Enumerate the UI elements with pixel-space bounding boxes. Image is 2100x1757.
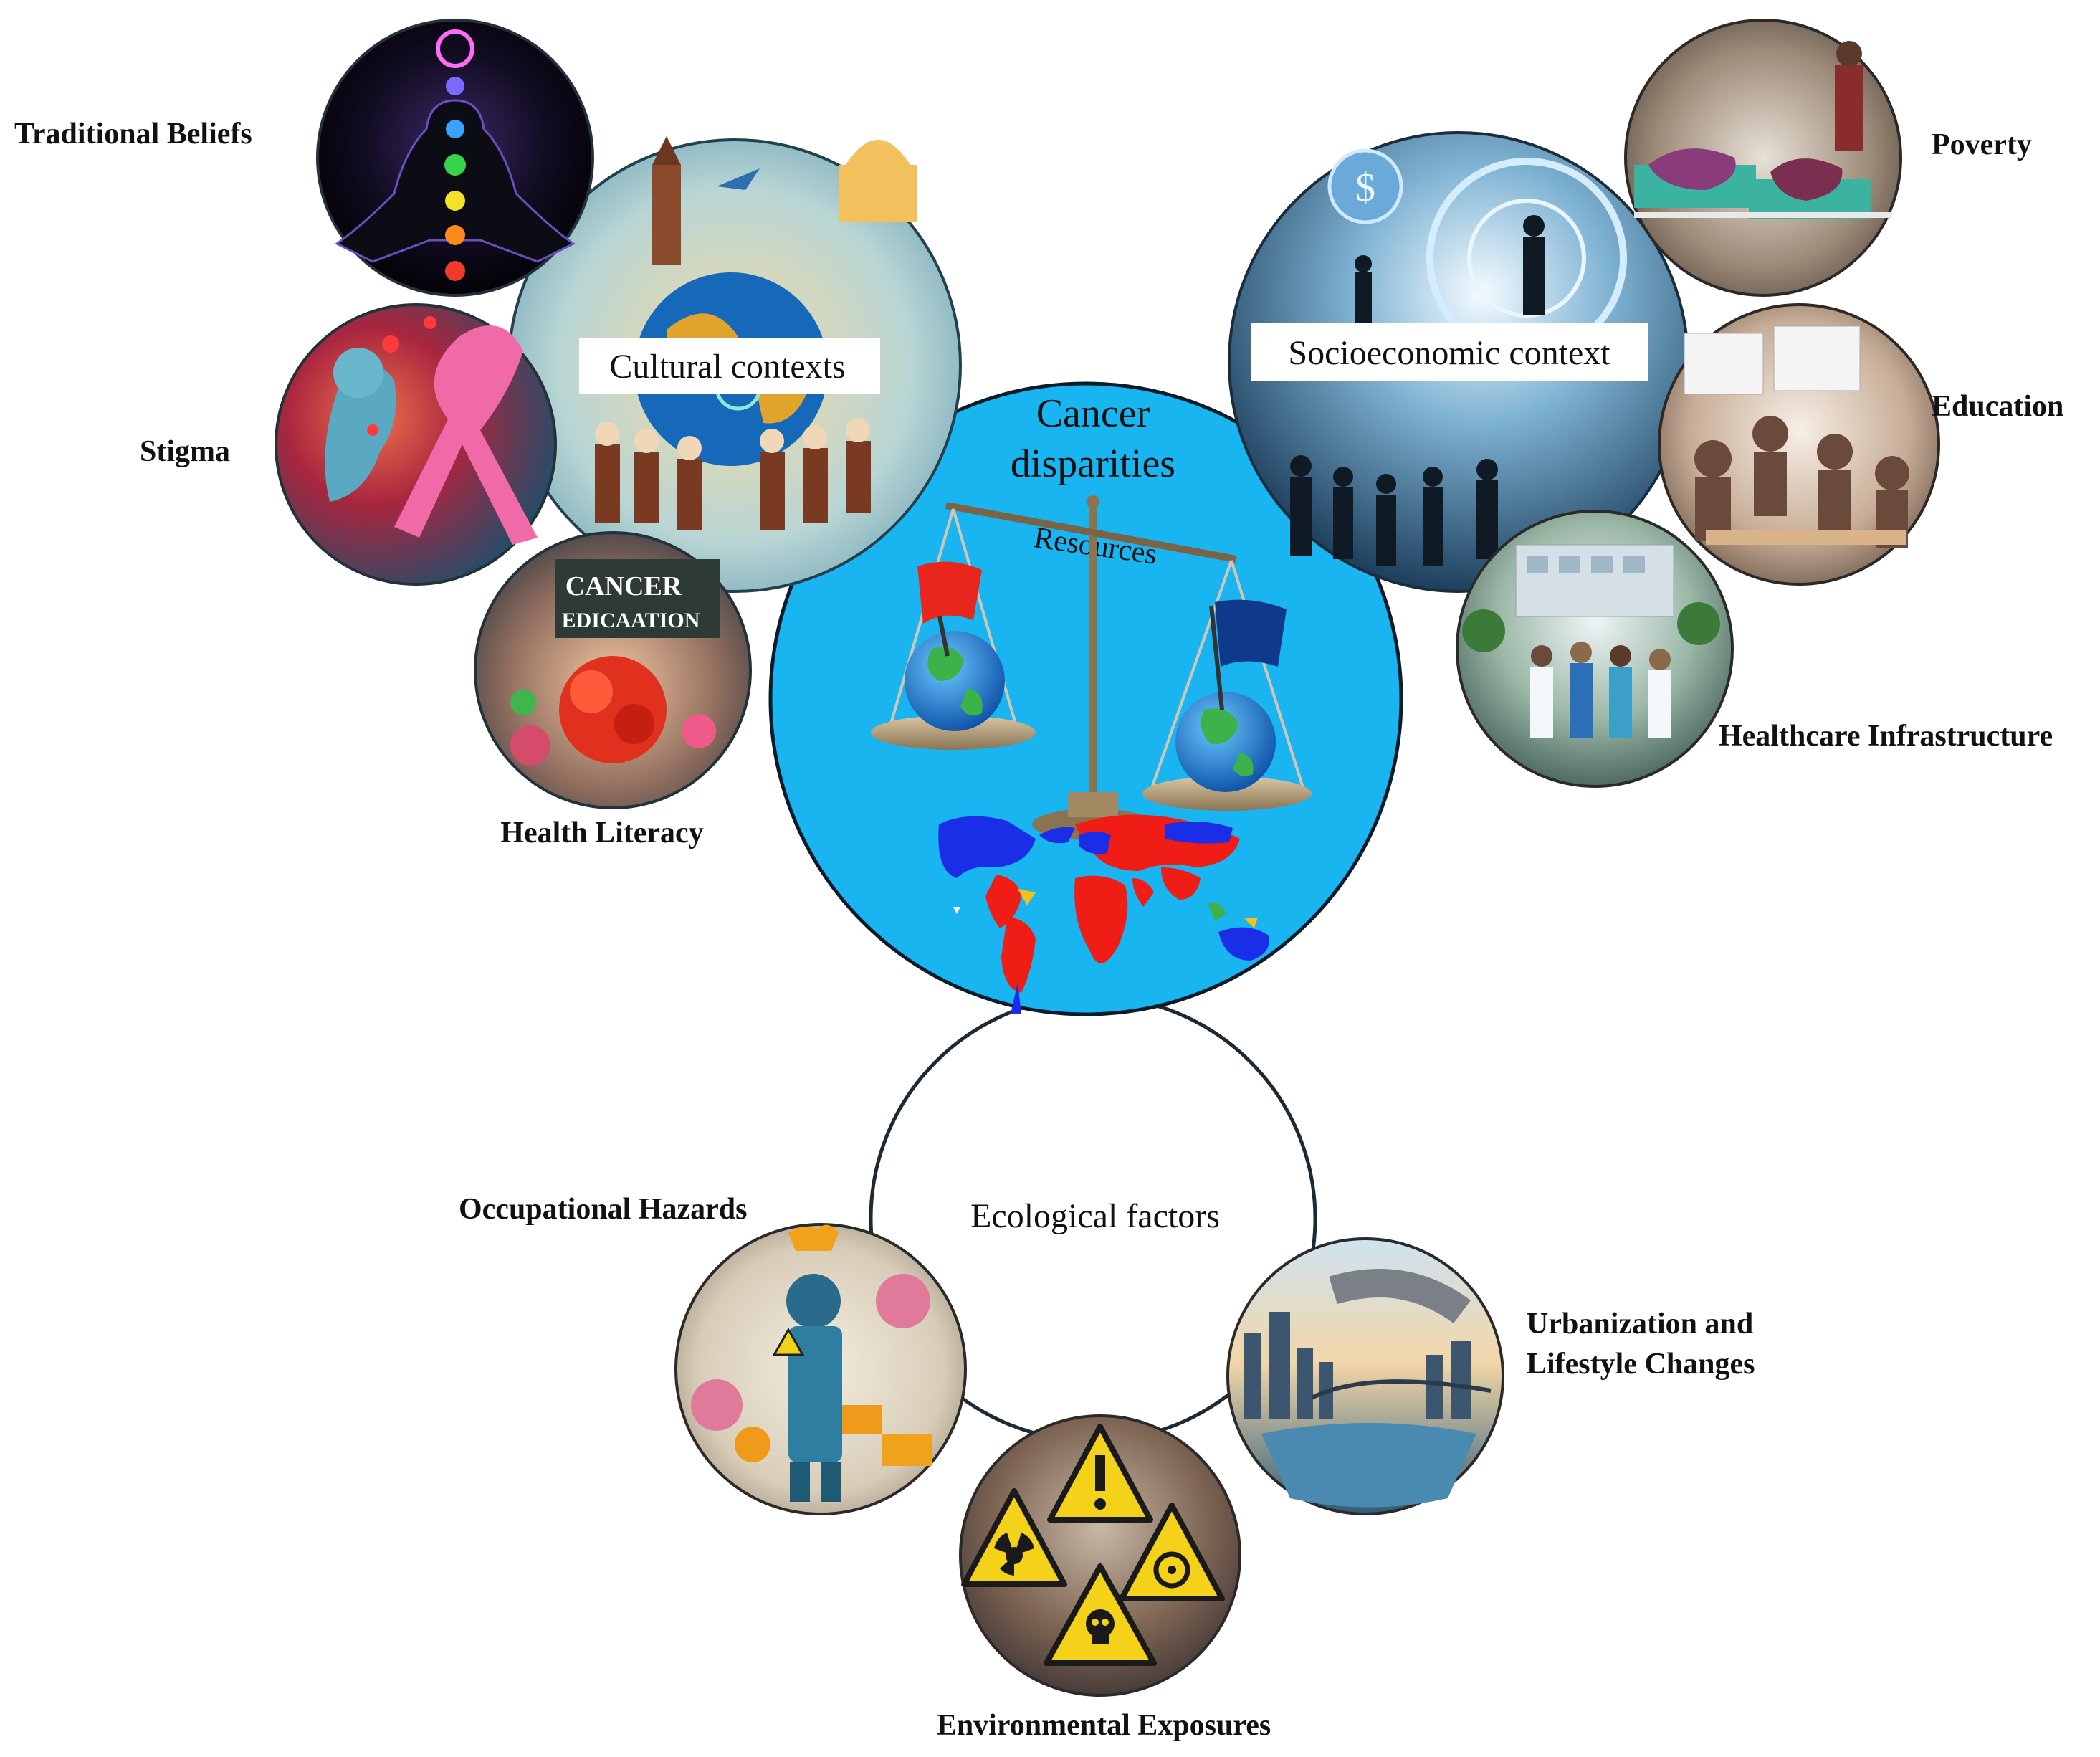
poster-education-text: EDICAATION — [562, 609, 700, 632]
urbanization-label-line1: Urbanization and — [1527, 1308, 1753, 1341]
exclamation-warning-icon — [1047, 1424, 1153, 1523]
poverty-label: Poverty — [1932, 128, 2032, 161]
stigma-label: Stigma — [140, 435, 230, 468]
socioeconomic-context-label: Socioeconomic context — [1288, 334, 1610, 372]
environmental-exposures-label: Environmental Exposures — [937, 1709, 1271, 1742]
health-literacy-label: Health Literacy — [500, 816, 703, 849]
radiation-warning-icon — [961, 1488, 1067, 1587]
poster-cancer-text: CANCER — [565, 571, 682, 601]
cultural-contexts-label-box — [579, 338, 880, 394]
ecological-factors-label: Ecological factors — [970, 1197, 1220, 1235]
urbanization-label-line2: Lifestyle Changes — [1527, 1348, 1755, 1381]
environmental-exposures-image — [959, 1414, 1241, 1697]
education-image — [1658, 303, 1940, 586]
center-title-line2: disparities — [1011, 442, 1175, 486]
world-disparity-map — [938, 814, 1269, 1014]
healthcare-infrastructure-image — [1456, 510, 1734, 788]
health-literacy-image: CANCER EDICAATION — [474, 531, 752, 809]
traditional-beliefs-label: Traditional Beliefs — [14, 118, 252, 151]
education-label: Education — [1932, 390, 2063, 423]
urbanization-image — [1226, 1237, 1504, 1515]
cancer-disparities-circle — [768, 381, 1403, 1016]
biohazard-warning-icon — [1119, 1503, 1225, 1601]
occupational-hazards-image — [674, 1223, 967, 1515]
occupational-hazards-label: Occupational Hazards — [459, 1193, 748, 1226]
dollar-icon: $ — [1355, 166, 1375, 210]
center-title-line1: Cancer — [1036, 391, 1150, 436]
poverty-image — [1624, 19, 1902, 297]
skull-warning-icon — [1044, 1563, 1157, 1666]
right-flag-icon — [1209, 599, 1287, 710]
traditional-beliefs-image — [316, 19, 594, 297]
healthcare-infrastructure-label: Healthcare Infrastructure — [1719, 720, 2053, 753]
stigma-image — [275, 303, 557, 586]
cultural-contexts-label: Cultural contexts — [609, 348, 845, 386]
left-flag-icon — [917, 561, 982, 657]
socioeconomic-context-label-box — [1251, 323, 1648, 381]
